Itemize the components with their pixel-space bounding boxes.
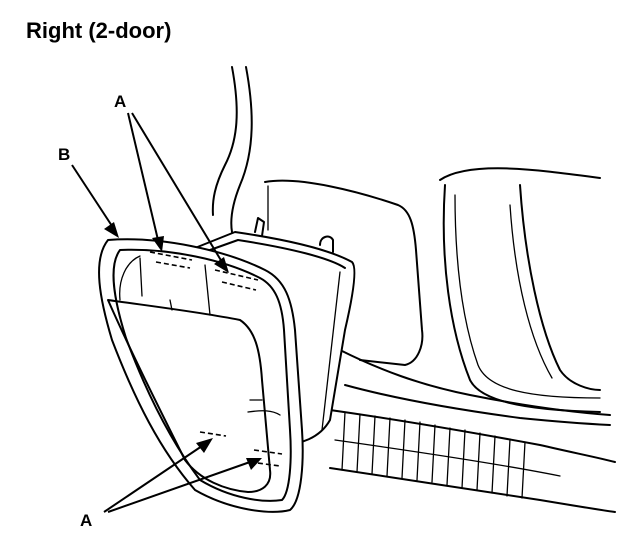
callout-b: B [58,145,70,164]
callout-leaders [71,112,262,513]
body-panel-background [211,66,616,513]
page-title: Right (2-door) [26,18,172,43]
side-cover-b [98,238,304,513]
callout-a-top: A [114,92,126,111]
callout-a-bottom: A [80,511,92,530]
